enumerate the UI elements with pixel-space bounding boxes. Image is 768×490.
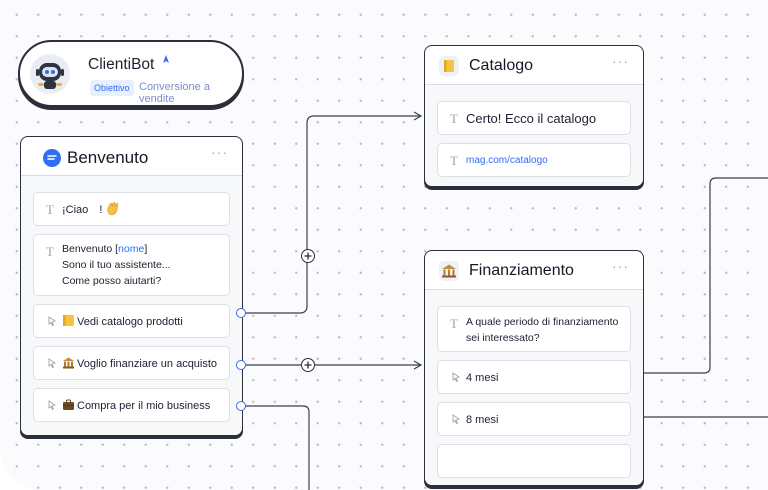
cursor-click-icon: [48, 400, 57, 411]
bank-icon: [439, 261, 459, 281]
arrow-catalog-icon: [413, 111, 423, 121]
verified-icon: [163, 55, 169, 63]
bot-header[interactable]: ClientiBot Obiettivo Conversione a vendi…: [18, 40, 244, 107]
node-catalog-header[interactable]: Catalogo ···: [425, 46, 643, 82]
option-8-mesi-label: 8 mesi: [466, 414, 499, 426]
node-financing-header[interactable]: Finanziamento ···: [425, 251, 643, 287]
add-step-financing-button[interactable]: [301, 358, 315, 372]
goal-value[interactable]: Conversione a vendite: [139, 81, 210, 105]
text-type-icon: T: [450, 153, 458, 168]
cursor-click-icon: [452, 414, 461, 425]
catalog-message[interactable]: T Certo! Ecco il catalogo: [437, 101, 631, 135]
notebook-icon: [439, 56, 459, 76]
briefcase-icon: [63, 399, 74, 410]
bot-avatar: [30, 54, 70, 94]
node-welcome-title: Benvenuto: [67, 148, 149, 167]
greeting-text: ¡Ciao: [62, 204, 89, 216]
node-catalog-title: Catalogo: [469, 57, 534, 74]
chat-bubble-icon: [43, 149, 61, 167]
financing-question-line-1: A quale periodo di finanziamento: [466, 316, 619, 328]
node-financing-title: Finanziamento: [469, 262, 574, 279]
financing-question[interactable]: T A quale periodo di finanziamento sei i…: [437, 306, 631, 352]
bot-name: ClientiBot: [88, 56, 155, 73]
name-variable[interactable]: nome: [118, 243, 145, 255]
option-4-mesi[interactable]: 4 mesi: [437, 360, 631, 394]
port-finanziare[interactable]: [236, 360, 246, 370]
plus-icon: [304, 252, 312, 260]
option-8-mesi[interactable]: 8 mesi: [437, 402, 631, 436]
button-business[interactable]: Compra per il mio business: [33, 388, 230, 422]
option-empty[interactable]: [437, 444, 631, 478]
button-vedi-catalogo-label: Vedi catalogo prodotti: [77, 316, 183, 328]
node-catalog-menu-icon[interactable]: ···: [612, 53, 629, 69]
add-step-catalog-button[interactable]: [301, 249, 315, 263]
financing-question-line-2: sei interessato?: [466, 332, 540, 344]
intro-line-3: Come posso aiutarti?: [62, 275, 162, 287]
node-financing[interactable]: Finanziamento ··· T A quale periodo di f…: [424, 250, 644, 486]
catalog-link-text[interactable]: mag.com/catalogo: [466, 155, 548, 166]
intro-message[interactable]: T Benvenuto [nome] Sono il tuo assistent…: [33, 234, 230, 296]
text-type-icon: T: [450, 111, 458, 126]
plus-icon: [304, 361, 312, 369]
node-welcome-body: T ¡Ciao ! T Benvenuto [nome] Sono il tuo…: [21, 175, 242, 435]
cursor-click-icon: [48, 316, 57, 327]
node-welcome-header[interactable]: Benvenuto ···: [21, 137, 242, 173]
node-catalog-body: T Certo! Ecco il catalogo T mag.com/cata…: [425, 84, 643, 186]
arrow-financing-icon: [413, 360, 423, 370]
port-business[interactable]: [236, 401, 246, 411]
node-catalog[interactable]: Catalogo ··· T Certo! Ecco il catalogo T…: [424, 45, 644, 187]
node-welcome-menu-icon[interactable]: ···: [211, 144, 228, 160]
greeting-message[interactable]: T ¡Ciao !: [33, 192, 230, 226]
button-finanziare[interactable]: Voglio finanziare un acquisto: [33, 346, 230, 380]
node-welcome[interactable]: Benvenuto ··· T ¡Ciao ! T Benvenuto [nom…: [20, 136, 243, 436]
text-type-icon: T: [46, 202, 54, 217]
text-type-icon: T: [46, 244, 54, 259]
wire-business: [241, 405, 310, 490]
intro-line-1: Benvenuto [nome]: [62, 243, 148, 255]
cursor-click-icon: [48, 358, 57, 369]
catalog-link[interactable]: T mag.com/catalogo: [437, 143, 631, 177]
wire-catalog: [241, 115, 420, 314]
waving-hand-icon: [107, 202, 119, 216]
option-4-mesi-label: 4 mesi: [466, 372, 499, 384]
cursor-click-icon: [452, 372, 461, 383]
button-business-label: Compra per il mio business: [77, 400, 211, 412]
greeting-suffix: !: [99, 204, 103, 216]
goal-badge: Obiettivo: [90, 80, 134, 96]
button-finanziare-label: Voglio finanziare un acquisto: [77, 358, 218, 370]
intro-line-2: Sono il tuo assistente...: [62, 259, 171, 271]
button-vedi-catalogo[interactable]: Vedi catalogo prodotti: [33, 304, 230, 338]
catalog-message-text: Certo! Ecco il catalogo: [466, 111, 597, 126]
wire-4-mesi: [641, 177, 768, 374]
node-financing-body: T A quale periodo di finanziamento sei i…: [425, 289, 643, 485]
notebook-icon: [63, 315, 74, 326]
text-type-icon: T: [450, 316, 458, 331]
node-financing-menu-icon[interactable]: ···: [612, 258, 629, 274]
bank-icon: [63, 357, 74, 369]
robot-icon: [36, 63, 64, 89]
port-vedi-catalogo[interactable]: [236, 308, 246, 318]
